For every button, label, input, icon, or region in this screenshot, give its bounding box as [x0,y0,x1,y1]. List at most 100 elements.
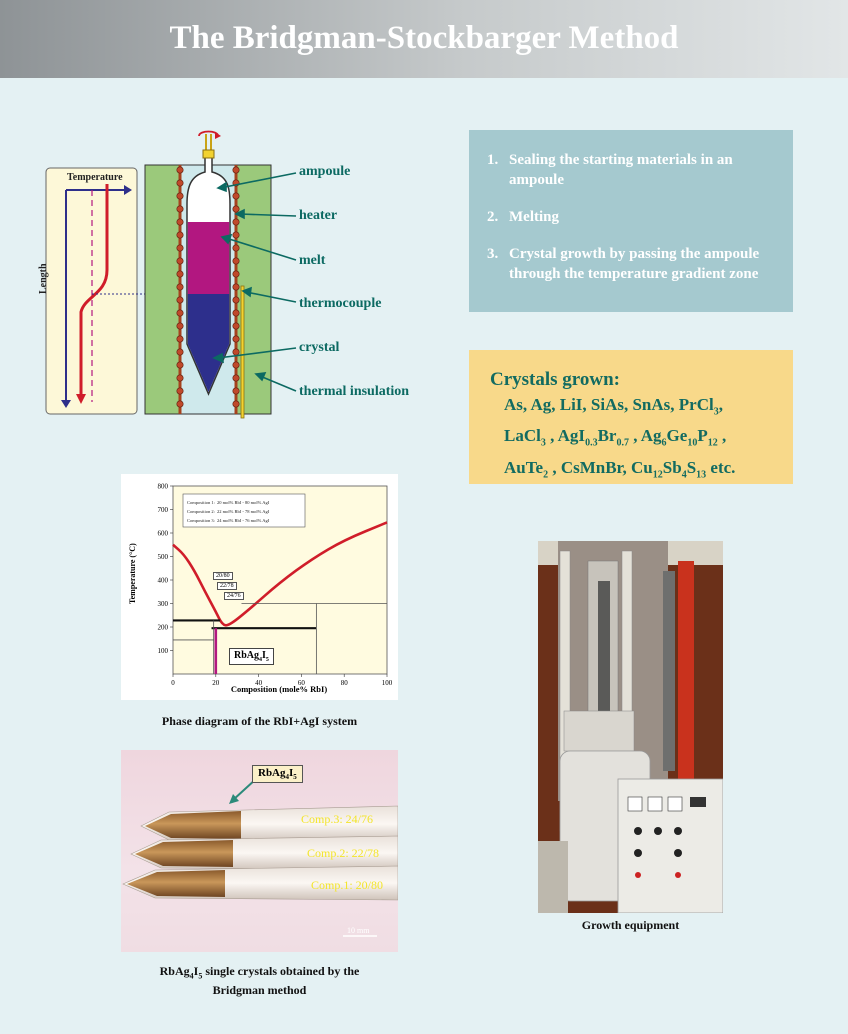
photo-compound-badge: RbAg4I5 [252,765,303,784]
y-tick-label: 500 [158,553,169,561]
heater-coil-dot [232,283,240,291]
heater-coil-dot [176,231,184,239]
heater-coil-dot [176,257,184,265]
label-crystal: crystal [299,340,340,355]
y-tick-label: 400 [158,577,169,585]
growth-equipment-photo [538,541,723,913]
y-tick-label: 100 [158,647,169,655]
length-label: Length [38,263,49,294]
crystal-rod-3 [140,805,398,843]
heater-coil-dot [232,218,240,226]
y-tick-label: 700 [158,506,169,514]
heater-coil-dot [232,348,240,356]
step-3: 3.Crystal growth by passing the ampoule … [487,246,760,282]
heater-coils [176,166,240,408]
label-melt: melt [299,253,326,268]
compound-label: RbAg4I5 [229,648,274,665]
heater-coil-dot [232,296,240,304]
y-tick-label: 800 [158,483,169,491]
equipment-caption: Growth equipment [581,918,680,932]
x-tick-label: 100 [382,679,393,687]
crystal-rod-2 [130,835,398,871]
heater-coil-dot [176,192,184,200]
composition-legend [182,493,306,528]
heater-coil-dot [176,374,184,382]
heater-coil-dot [176,348,184,356]
x-tick-label: 60 [298,679,306,687]
crystal-region [187,294,230,392]
heater-coil-dot [176,309,184,317]
process-steps-box: 1.Sealing the starting materials in an a… [469,130,793,312]
page-title: The Bridgman-Stockbarger Method [169,20,679,56]
y-tick-label: 300 [158,600,169,608]
phase-xlabel: Composition (mole% RbI) [231,684,328,694]
crystals-line-3: AuTe2 , CsMnBr, Cu12Sb4S13 etc. [504,457,736,481]
crystals-heading: Crystals grown: [490,369,621,390]
heater-coil-dot [232,361,240,369]
heater-coil-dot [232,257,240,265]
heater-coil-dot [176,296,184,304]
temperature-curve [79,184,109,398]
label-thermal-insulation: thermal insulation [299,384,410,399]
heater-coil-dot [176,270,184,278]
bridgman-schematic [45,130,297,419]
phase-diagram-caption: Phase diagram of the RbI+AgI system [161,714,358,728]
comp2-label: Comp.2: 22/78 [307,846,380,860]
legend-text: Composition 1:20 mol% RbI - 80 mol% AgI … [187,500,270,523]
heater-coil-dot [232,270,240,278]
mark-24-76: 24/76 [224,592,244,600]
header-banner: The Bridgman-Stockbarger Method [0,0,848,78]
crystal-photo: RbAg4I5 Comp.3: 24/76 Comp.2: 22/78 Comp… [121,750,398,952]
label-heater: heater [299,208,338,223]
label-thermocouple: thermocouple [299,296,382,311]
x-tick-label: 40 [255,679,263,687]
x-tick-label: 0 [171,679,175,687]
heater-coil-dot [176,335,184,343]
comp3-label: Comp.3: 24/76 [301,812,374,826]
phase-ylabel: Temperature (°C) [128,543,137,604]
heater-coil-dot [176,179,184,187]
mark-22-78: 22/78 [217,582,237,590]
heater-coil-dot [232,309,240,317]
melt-region [187,222,230,294]
heater-coil-dot [232,231,240,239]
heater-coil-dot [176,400,184,408]
heater-coil-dot [176,244,184,252]
heater-coil-dot [232,374,240,382]
y-tick-label: 200 [158,624,169,632]
temperature-label: Temperature [67,172,123,183]
heater-coil-dot [232,335,240,343]
liquidus-curve [172,521,388,627]
label-ampoule: ampoule [299,164,351,179]
heater-coil-dot [232,166,240,174]
heater-coil-dot [176,166,184,174]
crystals-line-1: As, Ag, LiI, SiAs, SnAs, PrCl3, [504,395,723,418]
heater-coil-dot [176,218,184,226]
crystals-line-2: LaCl3 , AgI0.3Br0.7 , Ag6Ge10P12 , [504,426,727,449]
x-tick-label: 80 [341,679,349,687]
y-tick-label: 600 [158,530,169,538]
heater-coil-dot [232,387,240,395]
comp1-label: Comp.1: 20/80 [311,878,384,892]
x-tick-label: 20 [212,679,220,687]
heater-coil-dot [176,283,184,291]
phase-diagram-chart: 800 700 600 500 400 300 200 100 0 20 40 60 80 100 Tem… [128,483,393,695]
heater-coil-dot [232,322,240,330]
heater-coil-dot [176,205,184,213]
thermocouple-rod [240,285,245,419]
heater-coil-dot [232,192,240,200]
heater-coil-dot [176,387,184,395]
crystal-rod-1 [122,865,398,901]
crystals-grown-box: Crystals grown: As, Ag, LiI, SiAs, SnAs,… [469,350,793,484]
phase-diagram-panel: 800 700 600 500 400 300 200 100 0 20 40 60 80 100 Tem… [121,474,398,700]
heater-coil-dot [232,400,240,408]
heater-coil-dot [232,205,240,213]
heater-coil-dot [176,361,184,369]
step-1: 1.Sealing the starting materials in an a… [487,152,733,188]
scale-label: 10 mm [347,926,370,935]
mark-20-80: 20/80 [213,572,233,580]
step-2: 2.Melting [487,209,559,225]
heater-coil-dot [232,244,240,252]
heater-coil-dot [176,322,184,330]
